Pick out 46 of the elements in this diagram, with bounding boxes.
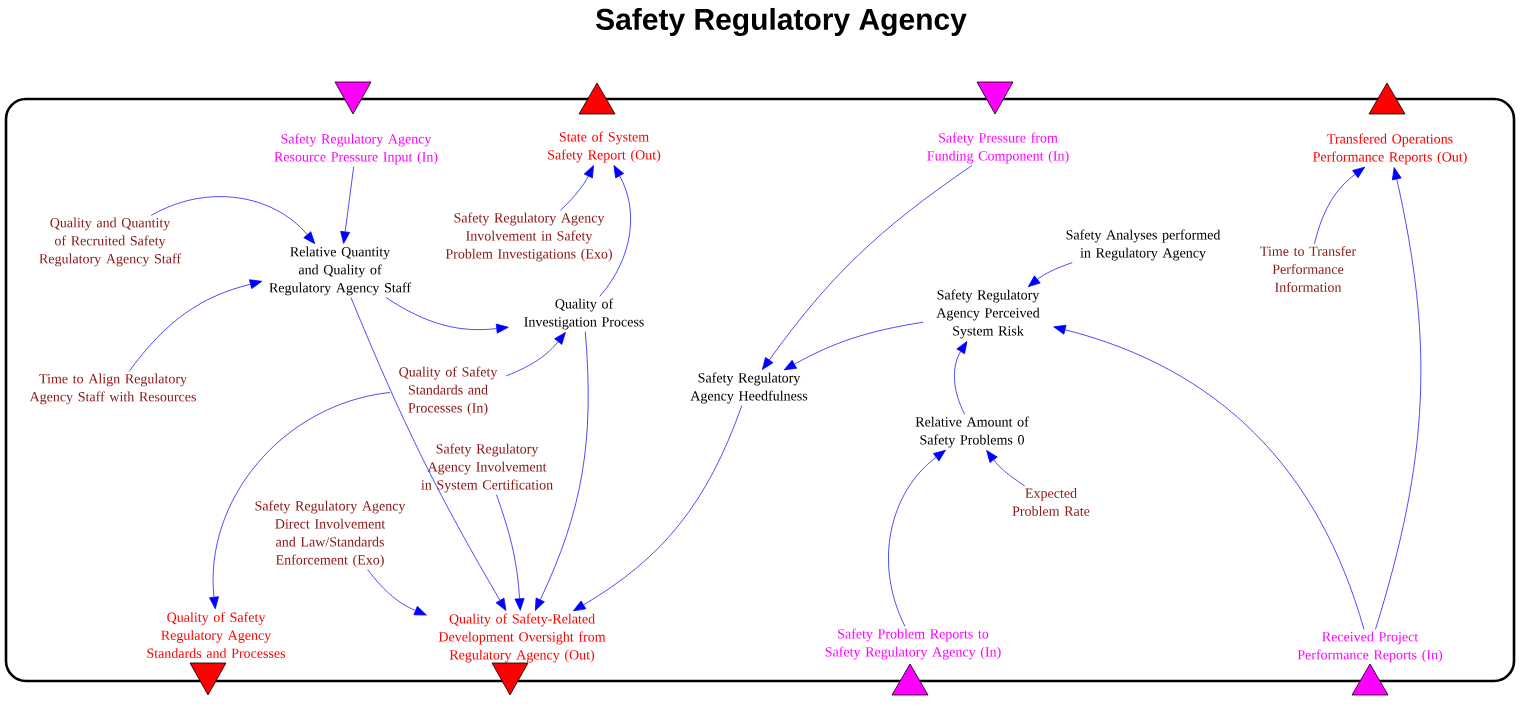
arrow	[783, 321, 924, 371]
variable-label: Safety Regulatory Agency Perceived System Risk	[936, 289, 1040, 339]
exogenous-variable: Safety Regulatory Agency Direct Involvement and Law/Standards Enforcement (Exo)	[255, 500, 406, 568]
arrow	[573, 405, 743, 612]
arrow	[340, 166, 355, 244]
exogenous-variable: Expected Problem Rate	[1012, 488, 1090, 516]
module-frame	[4, 97, 1516, 683]
arrow	[505, 332, 566, 377]
arrow	[762, 165, 973, 370]
variable-label: Relative Quantity and Quality of Regulatory Agency Staff	[269, 246, 412, 296]
arrow	[150, 196, 316, 245]
arrow	[986, 450, 1026, 487]
exogenous-variable: Quality of Safety Standards and Processes (In)	[399, 366, 498, 416]
exogenous-variable: Time to Align Regulatory Agency Staff with Resources	[29, 373, 196, 405]
arrow	[350, 297, 507, 611]
output-variable: State of System Safety Report (Out)	[548, 131, 661, 163]
output-variable: Quality of Safety-Related Development Oversight from Regulatory Agency (Out)	[438, 613, 606, 663]
input-variable: Received Project Performance Reports (In)	[1297, 631, 1443, 663]
variable-label: Safety Regulatory Agency Heedfulness	[690, 372, 808, 404]
arrow	[367, 569, 427, 616]
input-variable: Safety Pressure from Funding Component (In)	[927, 132, 1069, 164]
arrow	[534, 331, 589, 611]
arrow	[496, 494, 525, 611]
output-variable: Quality of Safety Regulatory Agency Standards and Processes	[147, 612, 286, 658]
arrow	[560, 165, 594, 211]
arrow	[1314, 166, 1366, 245]
input-variable: Safety Regulatory Agency Resource Pressure Input (In)	[274, 133, 438, 165]
arrow	[385, 297, 509, 334]
input-variable: Safety Problem Reports to Safety Regulatory Agency (In)	[825, 628, 1001, 660]
variable-label: Safety Analyses performed in Regulatory Agency	[1066, 229, 1221, 261]
exogenous-variable: Time to Transfer Performance Information	[1260, 246, 1356, 292]
arrow	[888, 449, 946, 627]
title: Safety Regulatory Agency	[596, 7, 967, 37]
exogenous-variable: Safety Regulatory Agency Involvement in Safety Problem Investigations (Exo)	[445, 212, 612, 262]
arrow	[128, 279, 263, 372]
arrow	[209, 392, 391, 610]
arrow	[954, 341, 968, 415]
variable-label: Quality of Investigation Process	[524, 298, 644, 330]
arrow	[599, 165, 631, 297]
arrow	[1053, 324, 1365, 630]
exogenous-variable: Quality and Quantity of Recruited Safety Regulatory Agency Staff	[39, 217, 182, 267]
exogenous-variable: Safety Regulatory Agency Involvement in System Certification	[421, 443, 553, 493]
output-variable: Transfered Operations Performance Reports (Out)	[1313, 133, 1467, 165]
arrow	[1027, 262, 1073, 288]
variable-label: Relative Amount of Safety Problems 0	[915, 416, 1029, 448]
arrow	[1375, 167, 1422, 630]
